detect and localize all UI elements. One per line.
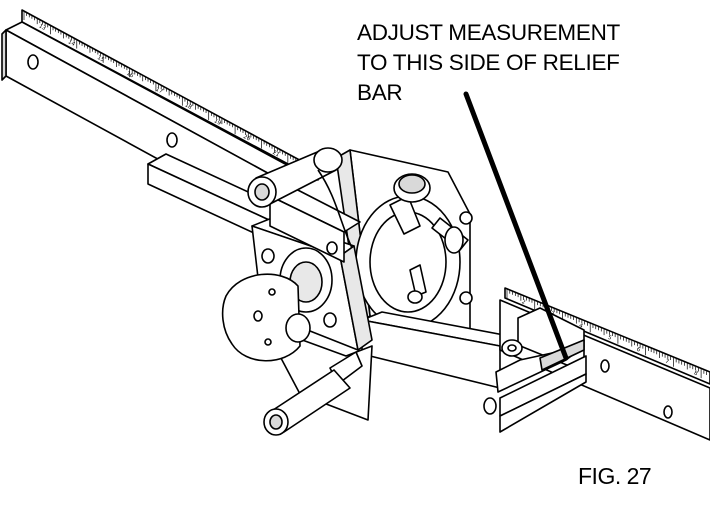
faceplate-bolt (323, 312, 337, 328)
scale-number: 13 (38, 23, 47, 32)
faceplate-bolt (261, 248, 275, 264)
relief-bar-screw (483, 397, 497, 415)
lower-crank-handle (263, 351, 363, 436)
callout-line-2: TO THIS SIDE OF RELIEF (357, 50, 620, 75)
scale-number: 6 (635, 347, 641, 354)
scale-number: 20 (242, 134, 251, 143)
scale-number: 14 (67, 39, 76, 48)
scale-number: 4 (578, 323, 584, 330)
relief-bar (483, 307, 587, 433)
scale-number: 8 (693, 370, 699, 377)
scale-number: 2 (521, 299, 527, 306)
scale-number: 21 (271, 150, 280, 159)
rail-hole (663, 405, 673, 419)
lower-scale-ticks (506, 289, 707, 379)
scale-number: 16 (125, 71, 134, 80)
callout-line-3: BAR (357, 80, 403, 105)
upper-scale-ticks (23, 11, 315, 178)
top-knob (389, 173, 431, 235)
housing-bolt (459, 211, 473, 225)
rail-hole (166, 132, 178, 148)
scale-number: 18 (184, 102, 193, 111)
callout-text: ADJUST MEASUREMENT TO THIS SIDE OF RELIE… (357, 18, 620, 108)
faceplate-bolt (326, 241, 338, 255)
rail-hole (600, 359, 610, 373)
scale-number: 5 (607, 335, 613, 342)
lower-scale: 2345678 (504, 287, 710, 385)
upper-handle (247, 147, 353, 249)
scale-number: 19 (213, 118, 222, 127)
dial-hole (253, 310, 263, 322)
scale-number: 7 (664, 359, 670, 366)
upper-scale: 13141516171819202122 (21, 9, 319, 181)
rail-hole (27, 54, 39, 70)
housing-bolt (459, 291, 473, 305)
callout-line-1: ADJUST MEASUREMENT (357, 20, 620, 45)
side-lever (407, 217, 469, 304)
scale-number: 17 (154, 87, 163, 96)
figure-label: FIG. 27 (578, 463, 652, 489)
feed-dial (221, 273, 311, 362)
dial-knob (285, 313, 311, 343)
scale-number: 15 (96, 55, 105, 64)
callout-leader (463, 91, 569, 361)
